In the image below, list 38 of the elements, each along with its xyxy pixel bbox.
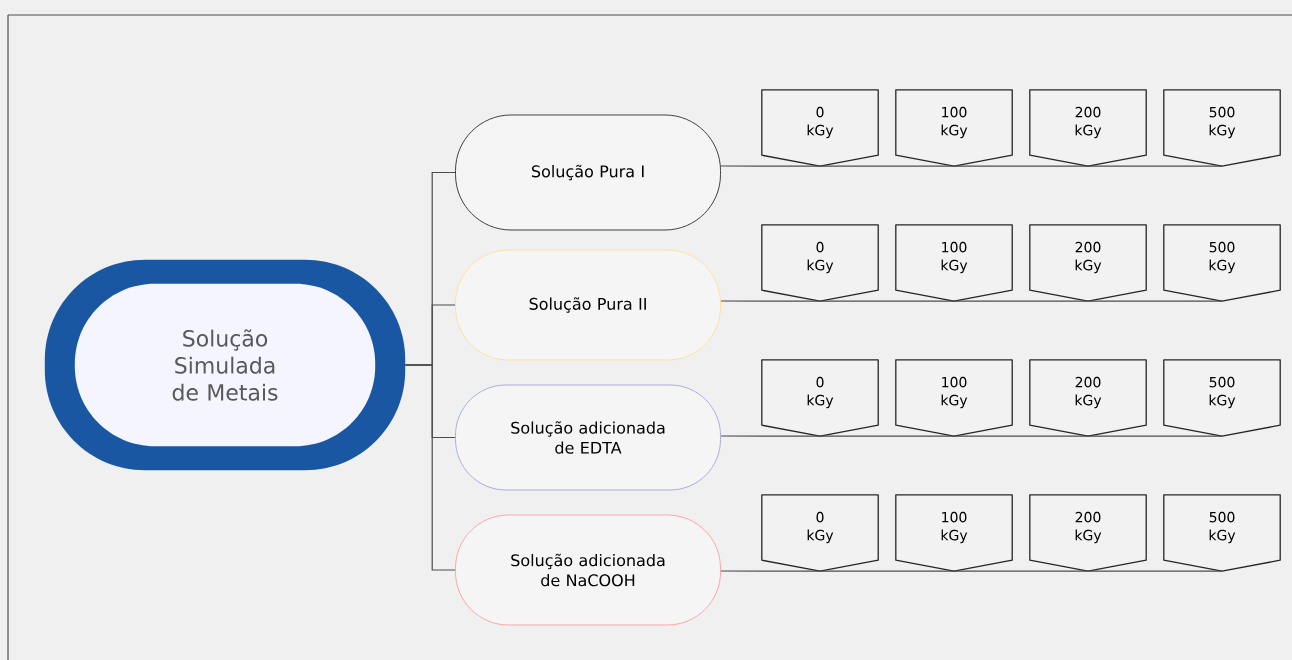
connector-line (953, 165, 1089, 167)
rounded-box: Solução Pura I (455, 114, 721, 231)
connector-line (819, 435, 955, 437)
connector-line (819, 165, 955, 167)
connector-line (953, 300, 1089, 302)
chevron-box: 500 kGy (1163, 89, 1281, 167)
connector-line (1087, 165, 1223, 167)
rounded-box: Solução adicionada de NaCOOH (455, 514, 721, 626)
connector-line (819, 300, 955, 302)
connector-line (720, 300, 821, 302)
chevron-box: 100 kGy (895, 89, 1013, 167)
main-node: Solução Simulada de Metais (44, 259, 406, 471)
connector-line (819, 570, 955, 572)
connector-line (720, 165, 821, 167)
chevron-box: 200 kGy (1029, 494, 1147, 572)
chevron-box: 200 kGy (1029, 224, 1147, 302)
chevron-box: 200 kGy (1029, 89, 1147, 167)
chevron-box: 100 kGy (895, 359, 1013, 437)
chevron-box: 0 kGy (761, 494, 879, 572)
rounded-box: Solução adicionada de EDTA (455, 384, 721, 491)
chevron-box: 0 kGy (761, 359, 879, 437)
connector-line (404, 364, 456, 571)
connector-line (953, 435, 1089, 437)
chevron-box: 200 kGy (1029, 359, 1147, 437)
connector-line (720, 570, 821, 572)
connector-line (953, 570, 1089, 572)
chevron-box: 500 kGy (1163, 359, 1281, 437)
chevron-box: 500 kGy (1163, 494, 1281, 572)
chevron-box: 0 kGy (761, 224, 879, 302)
rounded-box: Solução Pura II (455, 249, 721, 361)
chevron-box: 100 kGy (895, 494, 1013, 572)
connector-line (720, 435, 821, 437)
chevron-box: 100 kGy (895, 224, 1013, 302)
chevron-box: 0 kGy (761, 89, 879, 167)
connector-line (1087, 435, 1223, 437)
connector-line (1087, 570, 1223, 572)
connector-line (1087, 300, 1223, 302)
chevron-box: 500 kGy (1163, 224, 1281, 302)
